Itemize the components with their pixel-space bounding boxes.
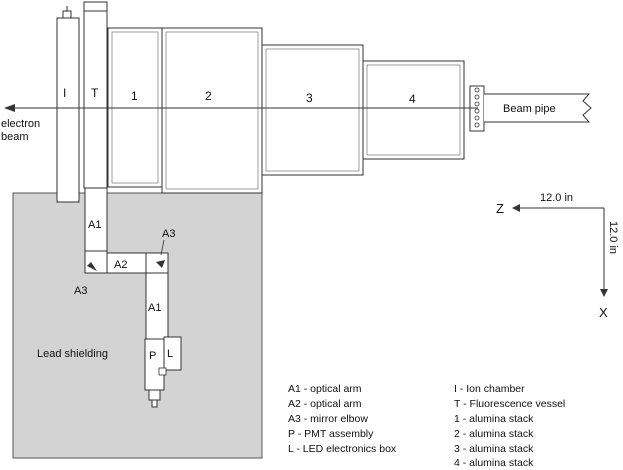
pmt-base [148, 389, 161, 401]
led-connector [158, 367, 167, 376]
pmt-label: P [149, 350, 156, 362]
beam-arrow-head [4, 104, 15, 112]
a1-upper-label: A1 [88, 219, 101, 231]
legend-left: A1 - optical arm A2 - optical arm A3 - m… [288, 383, 397, 455]
legend-item: A3 - mirror elbow [288, 413, 368, 425]
legend-item: 2 - alumina stack [454, 428, 534, 440]
alumina-stack-2 [161, 27, 263, 194]
legend-item: P - PMT assembly [288, 428, 374, 440]
mirror-elbow-a3-right-mark [156, 260, 165, 268]
legend-item: 1 - alumina stack [454, 413, 534, 425]
legend-item: A2 - optical arm [288, 398, 362, 410]
fluorescence-vessel-label: T [91, 86, 99, 100]
x-axis-arrow [600, 289, 608, 297]
beam-pipe [484, 93, 592, 123]
x-axis-label: X [599, 305, 608, 320]
a1-lower-label: A1 [148, 302, 161, 314]
led-label: L [167, 348, 173, 360]
pmt-connector [151, 399, 158, 408]
alumina-stack-4-label: 4 [409, 92, 416, 106]
x-scale-label: 12.0 in [607, 221, 619, 254]
legend-right: I - Ion chamber T - Fluorescence vessel … [454, 383, 565, 469]
ion-chamber-label: I [63, 86, 66, 100]
legend-item: A1 - optical arm [288, 383, 362, 395]
alumina-stack-2-inner [165, 31, 259, 190]
legend-item: T - Fluorescence vessel [454, 398, 565, 410]
a3-left-label: A3 [74, 285, 87, 297]
legend-item: 3 - alumina stack [454, 443, 534, 455]
flange-bolts [474, 87, 480, 128]
alumina-stack-1-label: 1 [131, 89, 138, 103]
ion-chamber [56, 17, 80, 203]
legend-item: I - Ion chamber [454, 383, 525, 395]
z-axis-label: Z [496, 201, 504, 216]
lead-shielding-label: Lead shielding [37, 348, 108, 360]
mirror-elbow-a3-left-mark [87, 262, 97, 271]
beam-pipe-label: Beam pipe [503, 103, 556, 115]
a3-right-leader [160, 239, 165, 256]
legend-item: L - LED electronics box [288, 443, 397, 455]
a3-right-label: A3 [162, 228, 175, 240]
electron-beam-label-2: beam [1, 131, 29, 143]
led-electronics-box [163, 336, 182, 371]
alumina-stack-4 [362, 60, 465, 160]
legend-item: 4 - alumina stack [454, 457, 534, 469]
alumina-stack-4-inner [366, 64, 461, 156]
electron-beam-label-1: electron [1, 118, 40, 130]
z-scale-label: 12.0 in [540, 192, 573, 204]
alumina-stack-2-label: 2 [205, 89, 212, 103]
pmt-assembly [144, 338, 165, 391]
ion-chamber-cap [62, 10, 72, 19]
alumina-stack-3 [261, 44, 364, 176]
lead-shielding [12, 192, 263, 459]
z-axis-arrow [512, 204, 520, 212]
a2-label: A2 [114, 259, 127, 271]
alumina-stack-3-inner [265, 48, 360, 172]
alumina-stack-3-label: 3 [306, 91, 313, 105]
